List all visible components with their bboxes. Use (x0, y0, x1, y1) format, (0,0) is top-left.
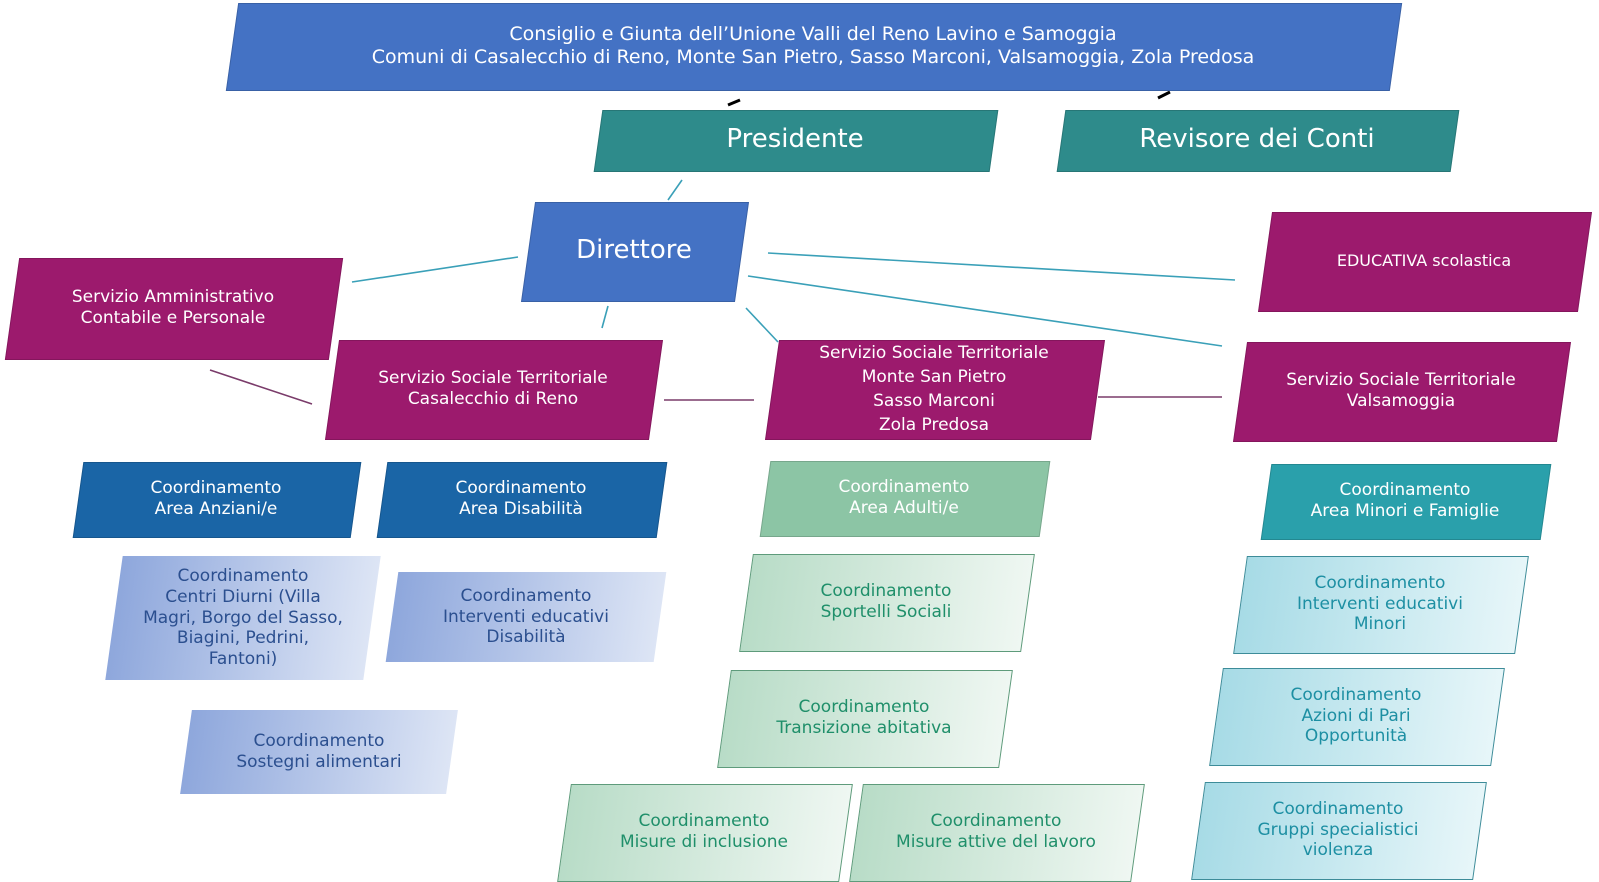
misure-inclusione-line-2: Misure di inclusione (620, 832, 788, 852)
gruppi-violenza-line-1: Coordinamento (1272, 798, 1404, 819)
interventi-minori-line-3: Minori (1353, 614, 1407, 635)
revisore-box: Revisore dei Conti (1056, 110, 1460, 172)
interventi-disabilita-line-1: Coordinamento (460, 585, 592, 606)
interventi-disabilita-line-2: Interventi educativi (443, 606, 609, 627)
revisore-label: Revisore dei Conti (1139, 124, 1375, 155)
sostegni-alimentari-line-1: Coordinamento (253, 731, 385, 752)
interventi-disabilita-line-3: Disabilità (486, 627, 566, 648)
coord-minori-line-1: Coordinamento (1339, 480, 1471, 501)
coord-adulti-line-1: Coordinamento (838, 477, 970, 498)
sst-monte-line-4: Zola Predosa (878, 415, 990, 436)
misure-inclusione-box: Coordinamento Misure di inclusione (557, 784, 853, 882)
educativa-box: EDUCATIVA scolastica (1257, 212, 1593, 312)
sst-valsamoggia-line-1: Servizio Sociale Territoriale (1286, 370, 1516, 391)
pari-opportunita-line-2: Azioni di Pari (1301, 705, 1411, 726)
sportelli-sociali-line-1: Coordinamento (820, 581, 952, 602)
coord-minori-box: Coordinamento Area Minori e Famiglie (1260, 464, 1552, 540)
council-line-2: Comuni di Casalecchio di Reno, Monte San… (371, 46, 1255, 68)
council-line-1: Consiglio e Giunta dell’Unione Valli del… (509, 22, 1117, 45)
misure-lavoro-line-2: Misure attive del lavoro (896, 832, 1096, 852)
sst-monte-line-3: Sasso Marconi (873, 391, 995, 411)
sostegni-alimentari-line-2: Sostegni alimentari (236, 752, 402, 772)
presidente-label: Presidente (726, 124, 864, 155)
sst-casalecchio-line-1: Servizio Sociale Territoriale (378, 368, 608, 389)
amministrativo-box: Servizio Amministrativo Contabile e Pers… (4, 258, 344, 360)
sst-valsamoggia-line-2: Valsamoggia (1346, 391, 1456, 411)
sportelli-sociali-line-2: Sportelli Sociali (820, 602, 952, 622)
transizione-abitativa-box: Coordinamento Transizione abitativa (717, 670, 1013, 768)
misure-lavoro-line-1: Coordinamento (930, 811, 1062, 832)
coord-disabilita-line-1: Coordinamento (455, 478, 587, 499)
sst-monte-box: Servizio Sociale Territoriale Monte San … (764, 340, 1106, 440)
sst-monte-line-1: Servizio Sociale Territoriale (819, 342, 1049, 363)
centri-diurni-line-3: Magri, Borgo del Sasso, (143, 607, 343, 628)
gruppi-violenza-box: Coordinamento Gruppi specialistici viole… (1191, 782, 1487, 880)
sportelli-sociali-box: Coordinamento Sportelli Sociali (739, 554, 1035, 652)
sst-valsamoggia-box: Servizio Sociale Territoriale Valsamoggi… (1232, 342, 1572, 442)
pari-opportunita-box: Coordinamento Azioni di Pari Opportunità (1209, 668, 1505, 766)
transizione-abitativa-line-2: Transizione abitativa (776, 718, 952, 738)
council-box: Consiglio e Giunta dell’Unione Valli del… (225, 3, 1403, 91)
coord-anziani-line-2: Area Anziani/e (154, 499, 278, 519)
direttore-box: Direttore (520, 202, 750, 302)
interventi-minori-line-1: Coordinamento (1314, 572, 1446, 593)
sostegni-alimentari-box: Coordinamento Sostegni alimentari (180, 710, 458, 794)
coord-disabilita-line-2: Area Disabilità (459, 499, 583, 519)
coord-adulti-box: Coordinamento Area Adulti/e (759, 461, 1051, 537)
interventi-disabilita-box: Coordinamento Interventi educativi Disab… (385, 572, 667, 662)
pari-opportunita-line-3: Opportunità (1304, 726, 1408, 747)
centri-diurni-line-4: Biagini, Pedrini, (176, 628, 310, 649)
transizione-abitativa-line-1: Coordinamento (798, 697, 930, 718)
pari-opportunita-line-1: Coordinamento (1290, 684, 1422, 705)
misure-lavoro-box: Coordinamento Misure attive del lavoro (849, 784, 1145, 882)
amministrativo-line-1: Servizio Amministrativo (71, 287, 275, 308)
coord-adulti-line-2: Area Adulti/e (849, 498, 959, 518)
centri-diurni-line-1: Coordinamento (177, 566, 309, 587)
interventi-minori-box: Coordinamento Interventi educativi Minor… (1233, 556, 1529, 654)
sst-casalecchio-box: Servizio Sociale Territoriale Casalecchi… (324, 340, 664, 440)
centri-diurni-line-5: Fantoni) (208, 649, 278, 670)
centri-diurni-line-2: Centri Diurni (Villa (165, 586, 321, 607)
misure-inclusione-line-1: Coordinamento (638, 811, 770, 832)
centri-diurni-box: Coordinamento Centri Diurni (Villa Magri… (105, 556, 381, 680)
gruppi-violenza-line-2: Gruppi specialistici (1257, 819, 1419, 840)
direttore-label: Direttore (576, 235, 692, 266)
coord-anziani-box: Coordinamento Area Anziani/e (72, 462, 362, 538)
amministrativo-line-2: Contabile e Personale (80, 308, 266, 328)
sst-casalecchio-line-2: Casalecchio di Reno (407, 389, 579, 409)
gruppi-violenza-line-3: violenza (1302, 840, 1374, 861)
coord-disabilita-box: Coordinamento Area Disabilità (376, 462, 668, 538)
sst-monte-line-2: Monte San Pietro (861, 366, 1007, 387)
coord-anziani-line-1: Coordinamento (150, 478, 282, 499)
interventi-minori-line-2: Interventi educativi (1297, 593, 1463, 614)
coord-minori-line-2: Area Minori e Famiglie (1310, 501, 1500, 521)
presidente-box: Presidente (593, 110, 999, 172)
educativa-label: EDUCATIVA scolastica (1336, 251, 1512, 271)
